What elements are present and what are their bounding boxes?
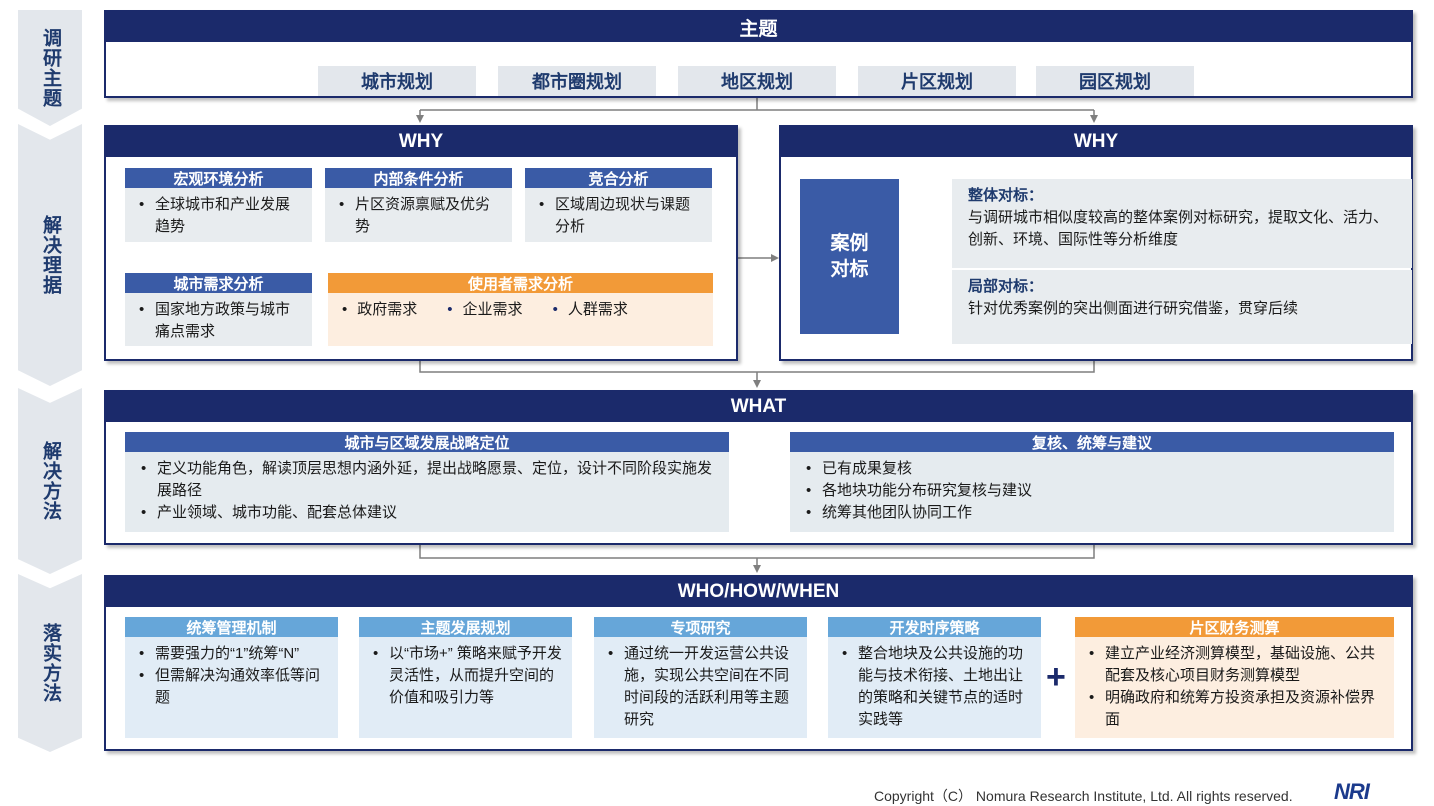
user-need-gov: 政府需求: [342, 299, 417, 321]
section-label-topic: 调研主题: [18, 10, 82, 126]
theme-planning-header: 主题发展规划: [359, 617, 572, 637]
management-header: 统筹管理机制: [125, 617, 338, 637]
section-label-topic-text: 调研主题: [40, 28, 61, 108]
topic-city-planning: 城市规划: [318, 66, 476, 96]
review-body: 已有成果复核 各地块功能分布研究复核与建议 统筹其他团队协同工作: [790, 452, 1394, 532]
topic-park-planning: 园区规划: [1036, 66, 1194, 96]
partial-benchmark: 局部对标： 针对优秀案例的突出侧面进行研究借鉴，贯穿后续: [952, 270, 1412, 344]
macro-analysis-header: 宏观环境分析: [125, 168, 312, 188]
macro-analysis-body: 全球城市和产业发展趋势: [125, 188, 312, 242]
finance-item: 明确政府和统筹方投资承担及资源补偿界面: [1085, 687, 1386, 731]
section-label-method-text: 解决方法: [40, 441, 61, 521]
city-need-header: 城市需求分析: [125, 273, 312, 293]
user-need-header: 使用者需求分析: [328, 273, 713, 293]
special-research-body: 通过统一开发运营公共设施，实现公共空间在不同时间段的活跃利用等主题研究: [594, 637, 807, 738]
strategy-position-header: 城市与区域发展战略定位: [125, 432, 729, 452]
strategy-item: 产业领域、城市功能、配套总体建议: [137, 502, 721, 524]
compete-analysis-header: 竞合分析: [525, 168, 712, 188]
finance-body: 建立产业经济测算模型，基础设施、公共配套及核心项目财务测算模型 明确政府和统筹方…: [1075, 637, 1394, 738]
section-label-implement-text: 落实方法: [40, 623, 61, 703]
case-line2: 对标: [830, 258, 869, 280]
macro-item: 全球城市和产业发展趋势: [135, 194, 304, 238]
partial-benchmark-title: 局部对标：: [968, 278, 1044, 295]
review-header: 复核、统筹与建议: [790, 432, 1394, 452]
plus-icon: +: [1046, 658, 1066, 696]
strategy-position-body: 定义功能角色，解读顶层思想内涵外延，提出战略愿景、定位，设计不同阶段实施发展路径…: [125, 452, 729, 532]
topic-area-planning: 片区规划: [858, 66, 1016, 96]
topic-district-planning: 地区规划: [678, 66, 836, 96]
special-research-header: 专项研究: [594, 617, 807, 637]
review-item: 各地块功能分布研究复核与建议: [802, 480, 1386, 502]
why-left-title: WHY: [106, 127, 736, 157]
review-item: 统筹其他团队协同工作: [802, 502, 1386, 524]
case-line1: 案例: [830, 232, 869, 254]
finance-item: 建立产业经济测算模型，基础设施、公共配套及核心项目财务测算模型: [1085, 643, 1386, 687]
overall-benchmark-text: 与调研城市相似度较高的整体案例对标研究，提取文化、活力、创新、环境、国际性等分析…: [968, 209, 1389, 248]
compete-analysis-body: 区域周边现状与课题分析: [525, 188, 712, 242]
city-need-item: 国家地方政策与城市痛点需求: [135, 299, 304, 343]
section-label-implement: 落实方法: [18, 574, 82, 752]
theme-planning-item: 以“市场+” 策略来赋予开发灵活性，从而提升空间的价值和吸引力等: [369, 643, 564, 709]
management-item: 需要强力的“1”统筹“N”: [135, 643, 330, 665]
copyright-text: Copyright（C） Nomura Research Institute, …: [874, 788, 1293, 804]
overall-benchmark-title: 整体对标：: [968, 187, 1044, 204]
review-item: 已有成果复核: [802, 458, 1386, 480]
theme-planning-body: 以“市场+” 策略来赋予开发灵活性，从而提升空间的价值和吸引力等: [359, 637, 572, 738]
overall-benchmark: 整体对标： 与调研城市相似度较高的整体案例对标研究，提取文化、活力、创新、环境、…: [952, 179, 1412, 268]
city-need-body: 国家地方政策与城市痛点需求: [125, 293, 312, 346]
special-research-item: 通过统一开发运营公共设施，实现公共空间在不同时间段的活跃利用等主题研究: [604, 643, 799, 731]
section-label-method: 解决方法: [18, 388, 82, 574]
arrow-what-to-who: [419, 545, 1095, 571]
management-item: 但需解决沟通效率低等问题: [135, 665, 330, 709]
arrow-why-to-what: [419, 361, 1095, 386]
nri-logo: NRI: [1334, 779, 1370, 804]
case-benchmark-box: 案例 对标: [800, 179, 899, 334]
who-title: WHO/HOW/WHEN: [106, 577, 1411, 607]
theme-frame: 主题 城市规划 都市圈规划 地区规划 片区规划 园区规划: [104, 10, 1413, 98]
management-body: 需要强力的“1”统筹“N” 但需解决沟通效率低等问题: [125, 637, 338, 738]
internal-item: 片区资源禀赋及优劣势: [335, 194, 504, 238]
internal-analysis-header: 内部条件分析: [325, 168, 512, 188]
user-need-company: 企业需求: [447, 299, 523, 321]
why-right-title: WHY: [781, 127, 1411, 157]
sequence-strategy-body: 整合地块及公共设施的功能与技术衔接、土地出让的策略和关键节点的适时实践等: [828, 637, 1041, 738]
section-label-basis-text: 解决理据: [40, 215, 61, 295]
arrow-theme-to-why: [420, 98, 1094, 121]
strategy-item: 定义功能角色，解读顶层思想内涵外延，提出战略愿景、定位，设计不同阶段实施发展路径: [137, 458, 721, 502]
partial-benchmark-text: 针对优秀案例的突出侧面进行研究借鉴，贯穿后续: [968, 300, 1299, 317]
user-need-body: 政府需求 企业需求 人群需求: [328, 293, 713, 346]
sequence-strategy-header: 开发时序策略: [828, 617, 1041, 637]
section-label-basis: 解决理据: [18, 124, 82, 386]
what-title: WHAT: [106, 392, 1411, 422]
sequence-strategy-item: 整合地块及公共设施的功能与技术衔接、土地出让的策略和关键节点的适时实践等: [838, 643, 1033, 731]
finance-header: 片区财务测算: [1075, 617, 1394, 637]
topic-metro-planning: 都市圈规划: [498, 66, 656, 96]
compete-item: 区域周边现状与课题分析: [535, 194, 704, 238]
user-need-people: 人群需求: [553, 299, 628, 321]
theme-title: 主题: [106, 12, 1411, 42]
internal-analysis-body: 片区资源禀赋及优劣势: [325, 188, 512, 242]
